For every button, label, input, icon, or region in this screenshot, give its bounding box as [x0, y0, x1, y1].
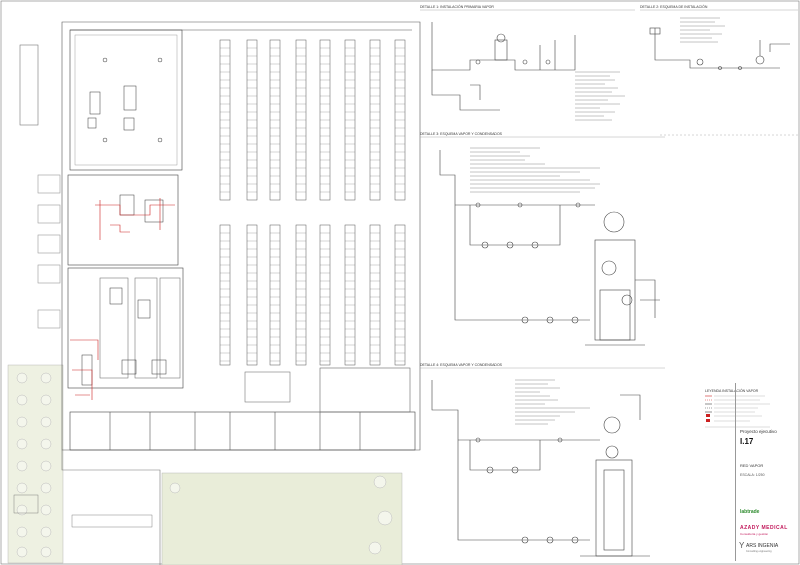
detail-4-title: DETALLE 4: ESQUEMA VAPOR Y CONDENSADOS — [420, 363, 503, 367]
vehicles — [13, 494, 153, 528]
storage-rack — [394, 224, 406, 366]
detail-4-diagram — [431, 380, 650, 557]
ars-logo-icon: Y — [739, 541, 745, 550]
trees — [16, 372, 393, 558]
detail-3-notes — [470, 147, 600, 193]
detail-1-notes — [575, 71, 625, 121]
storage-rack — [319, 224, 331, 366]
section-frames — [420, 9, 798, 369]
sheet-title: RED VAPOR — [740, 463, 764, 468]
storage-rack — [246, 224, 258, 366]
ars-logo: ARS INGENIA — [746, 543, 779, 549]
detail-2-diagram — [649, 27, 790, 70]
sheet-scale: ESCALA: 1/250 — [740, 473, 765, 477]
labtrade-logo: labtrade — [740, 509, 760, 515]
exterior-grass-area — [161, 472, 403, 565]
project-name: Proyecto ejecutivo — [740, 429, 777, 434]
detail-4-notes — [515, 379, 590, 425]
storage-rack — [269, 224, 281, 366]
exterior-terrace — [7, 364, 64, 564]
storage-rack — [369, 224, 381, 366]
detail-2-notes — [680, 17, 725, 43]
detail-3-diagram — [439, 150, 660, 346]
ars-logo-subtitle: Consulting engineering — [746, 550, 772, 553]
legend-symbols — [705, 395, 770, 428]
storage-racks — [219, 39, 406, 366]
detail-1-diagram — [431, 22, 576, 111]
sheet-number: I.17 — [740, 437, 754, 446]
storage-rack — [295, 224, 307, 366]
detail-3-title: DETALLE 3: ESQUEMA VAPOR Y CONDENSADOS — [420, 132, 503, 136]
detail-2-title: DETALLE 2: ESQUEMA DE INSTALACIÓN — [640, 5, 708, 9]
title-block: Proyecto ejecutivo I.17 RED VAPOR ESCALA… — [735, 383, 798, 561]
steam-lines-plan — [70, 198, 175, 400]
storage-rack — [344, 224, 356, 366]
detail-1-title: DETALLE 1: INSTALACIÓN PRIMARIA VAPOR — [420, 5, 494, 9]
azady-logo-subtitle: Consultoría y gestión — [740, 532, 769, 536]
floor-plan — [7, 21, 421, 565]
azady-logo: AZADY MEDICAL — [740, 525, 788, 531]
storage-rack — [219, 224, 231, 366]
legend-title: LEYENDA INSTALACIÓN VAPOR — [705, 389, 759, 393]
